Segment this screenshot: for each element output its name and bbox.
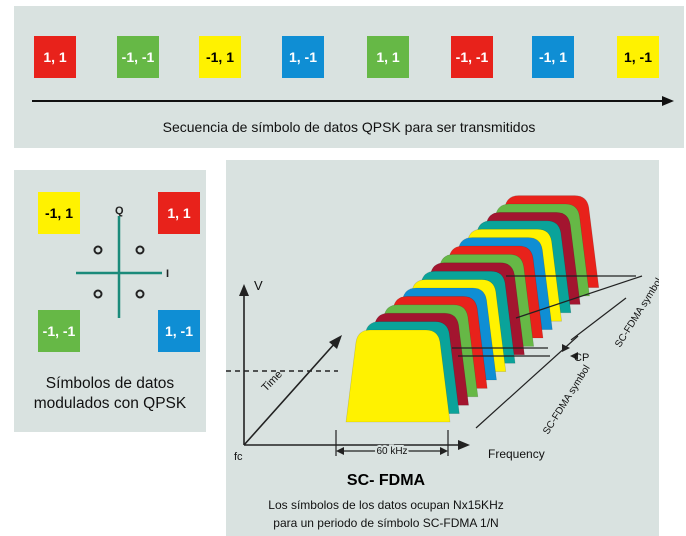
frequency-axis-label: Frequency [488,447,545,461]
qpsk-symbol-top-right: 1, 1 [158,192,200,234]
q-axis-label: Q [115,205,124,217]
scfdma-description-line1: Los símbolos de los datos ocupan Nx15KHz [268,498,504,512]
qpsk-caption: Símbolos de datos modulados con QPSK [14,374,206,414]
scfdma-symbol-label-upper: SC-FDMA symbol [613,276,659,349]
iq-constellation: Q I [76,205,169,318]
constellation-point [93,245,103,255]
cp-label: CP [574,352,589,364]
sequence-caption: Secuencia de símbolo de datos QPSK para … [162,119,536,135]
sequence-symbol: -1, -1 [451,36,493,78]
time-axis-label: Time [260,368,285,394]
v-axis-label: V [254,278,263,293]
time-axis [243,341,337,446]
subcarrier-slabs [345,195,600,423]
sequence-symbol: 1, -1 [282,36,324,78]
scfdma-diagram: 60 kHz CP V Time fc Frequency SC-FDMA sy… [226,195,659,463]
scfdma-description: Los símbolos de los datos ocupan Nx15KHz… [226,496,546,532]
fc-label: fc [234,451,243,463]
qpsk-symbol-bottom-left: -1, -1 [38,310,80,352]
qpsk-symbol-top-left: -1, 1 [38,192,80,234]
symbol-sequence-panel: 1, 1 -1, -1 -1, 1 1, -1 1, 1 -1, -1 -1, 1 1, -1… [14,6,684,148]
bandwidth-label: 60 kHz [376,446,407,457]
constellation-point [135,289,145,299]
frequency-axis-arrowhead [458,440,470,450]
qpsk-symbol-bottom-right: 1, -1 [158,310,200,352]
scfdma-title: SC- FDMA [346,472,426,489]
subcarrier-slab [345,329,451,423]
sequence-symbol: -1, 1 [532,36,574,78]
qpsk-constellation-panel: -1, 1 1, 1 -1, -1 1, -1 Q I Símbolos de … [14,170,206,432]
i-axis-label: I [166,268,169,280]
constellation-point [135,245,145,255]
sequence-symbol: -1, -1 [117,36,159,78]
qpsk-caption-line2: modulados con QPSK [33,395,187,412]
qpsk-caption-line1: Símbolos de datos [45,375,175,392]
constellation-point [93,289,103,299]
sequence-symbol: -1, 1 [199,36,241,78]
sequence-arrow [32,96,674,106]
sequence-symbol: 1, 1 [34,36,76,78]
scfdma-description-line2: para un periodo de símbolo SC-FDMA 1/N [273,516,499,530]
time-axis-arrowhead [329,335,342,349]
v-axis-arrowhead [239,284,249,296]
scfdma-panel: 60 kHz CP V Time fc Frequency SC-FDMA sy… [226,160,659,536]
sequence-symbol: 1, -1 [617,36,659,78]
sequence-symbol: 1, 1 [367,36,409,78]
scfdma-symbol-label-lower: SC-FDMA symbol [541,363,592,436]
